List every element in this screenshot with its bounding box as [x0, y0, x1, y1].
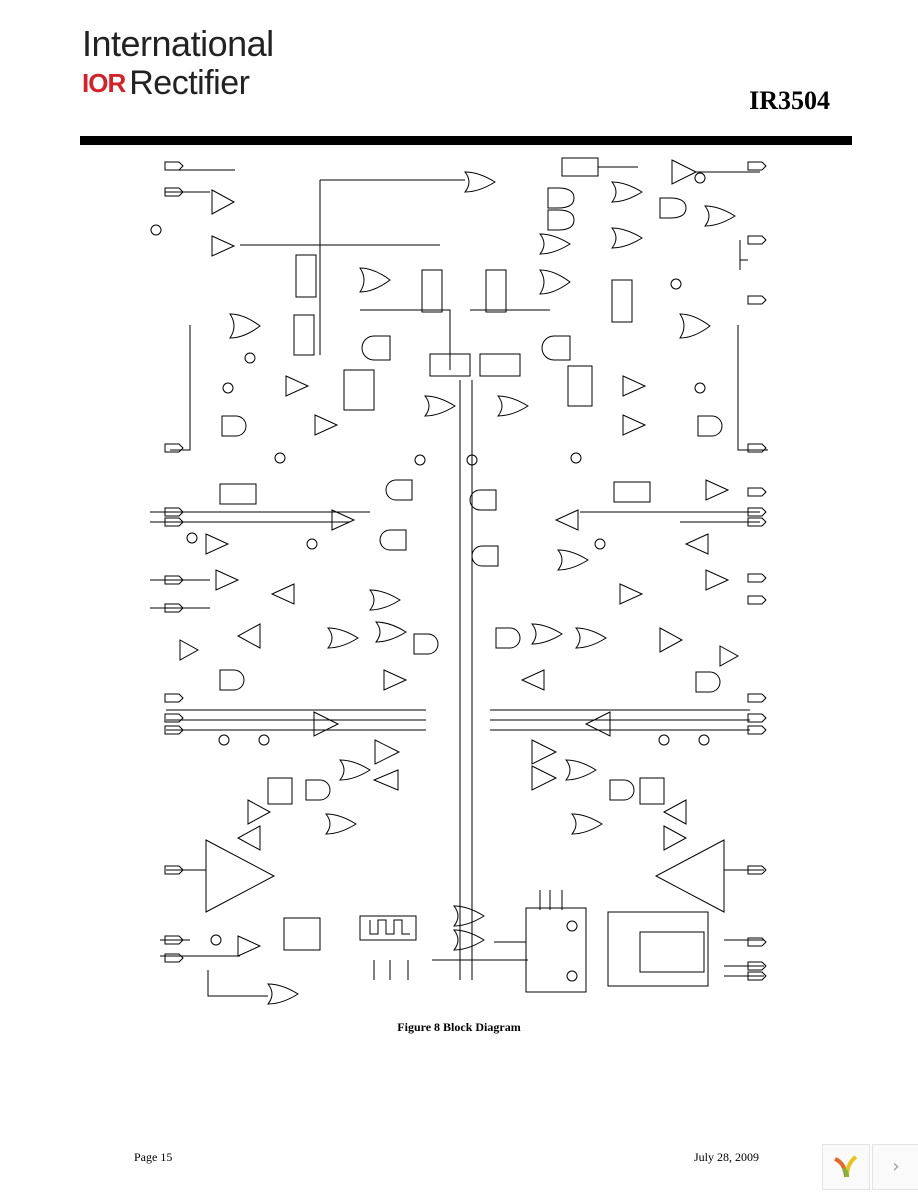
- logo-line-rectifier: Rectifier: [129, 64, 250, 102]
- header-rule: [80, 136, 852, 145]
- document-date: July 28, 2009: [694, 1150, 760, 1164]
- viewer-nav: ›: [822, 1144, 918, 1190]
- logo-line-international: International: [82, 23, 274, 64]
- page-number: Page 15: [134, 1150, 173, 1164]
- viewer-logo-icon: [822, 1144, 870, 1190]
- chevron-right-icon[interactable]: ›: [872, 1144, 918, 1190]
- ior-logo-mark: IOR: [82, 68, 126, 98]
- block-diagram: [150, 157, 768, 1005]
- company-logo: International IOR Rectifier: [82, 26, 274, 103]
- figure-caption: Figure 8 Block Diagram: [397, 1020, 521, 1034]
- part-number: IR3504: [749, 86, 830, 115]
